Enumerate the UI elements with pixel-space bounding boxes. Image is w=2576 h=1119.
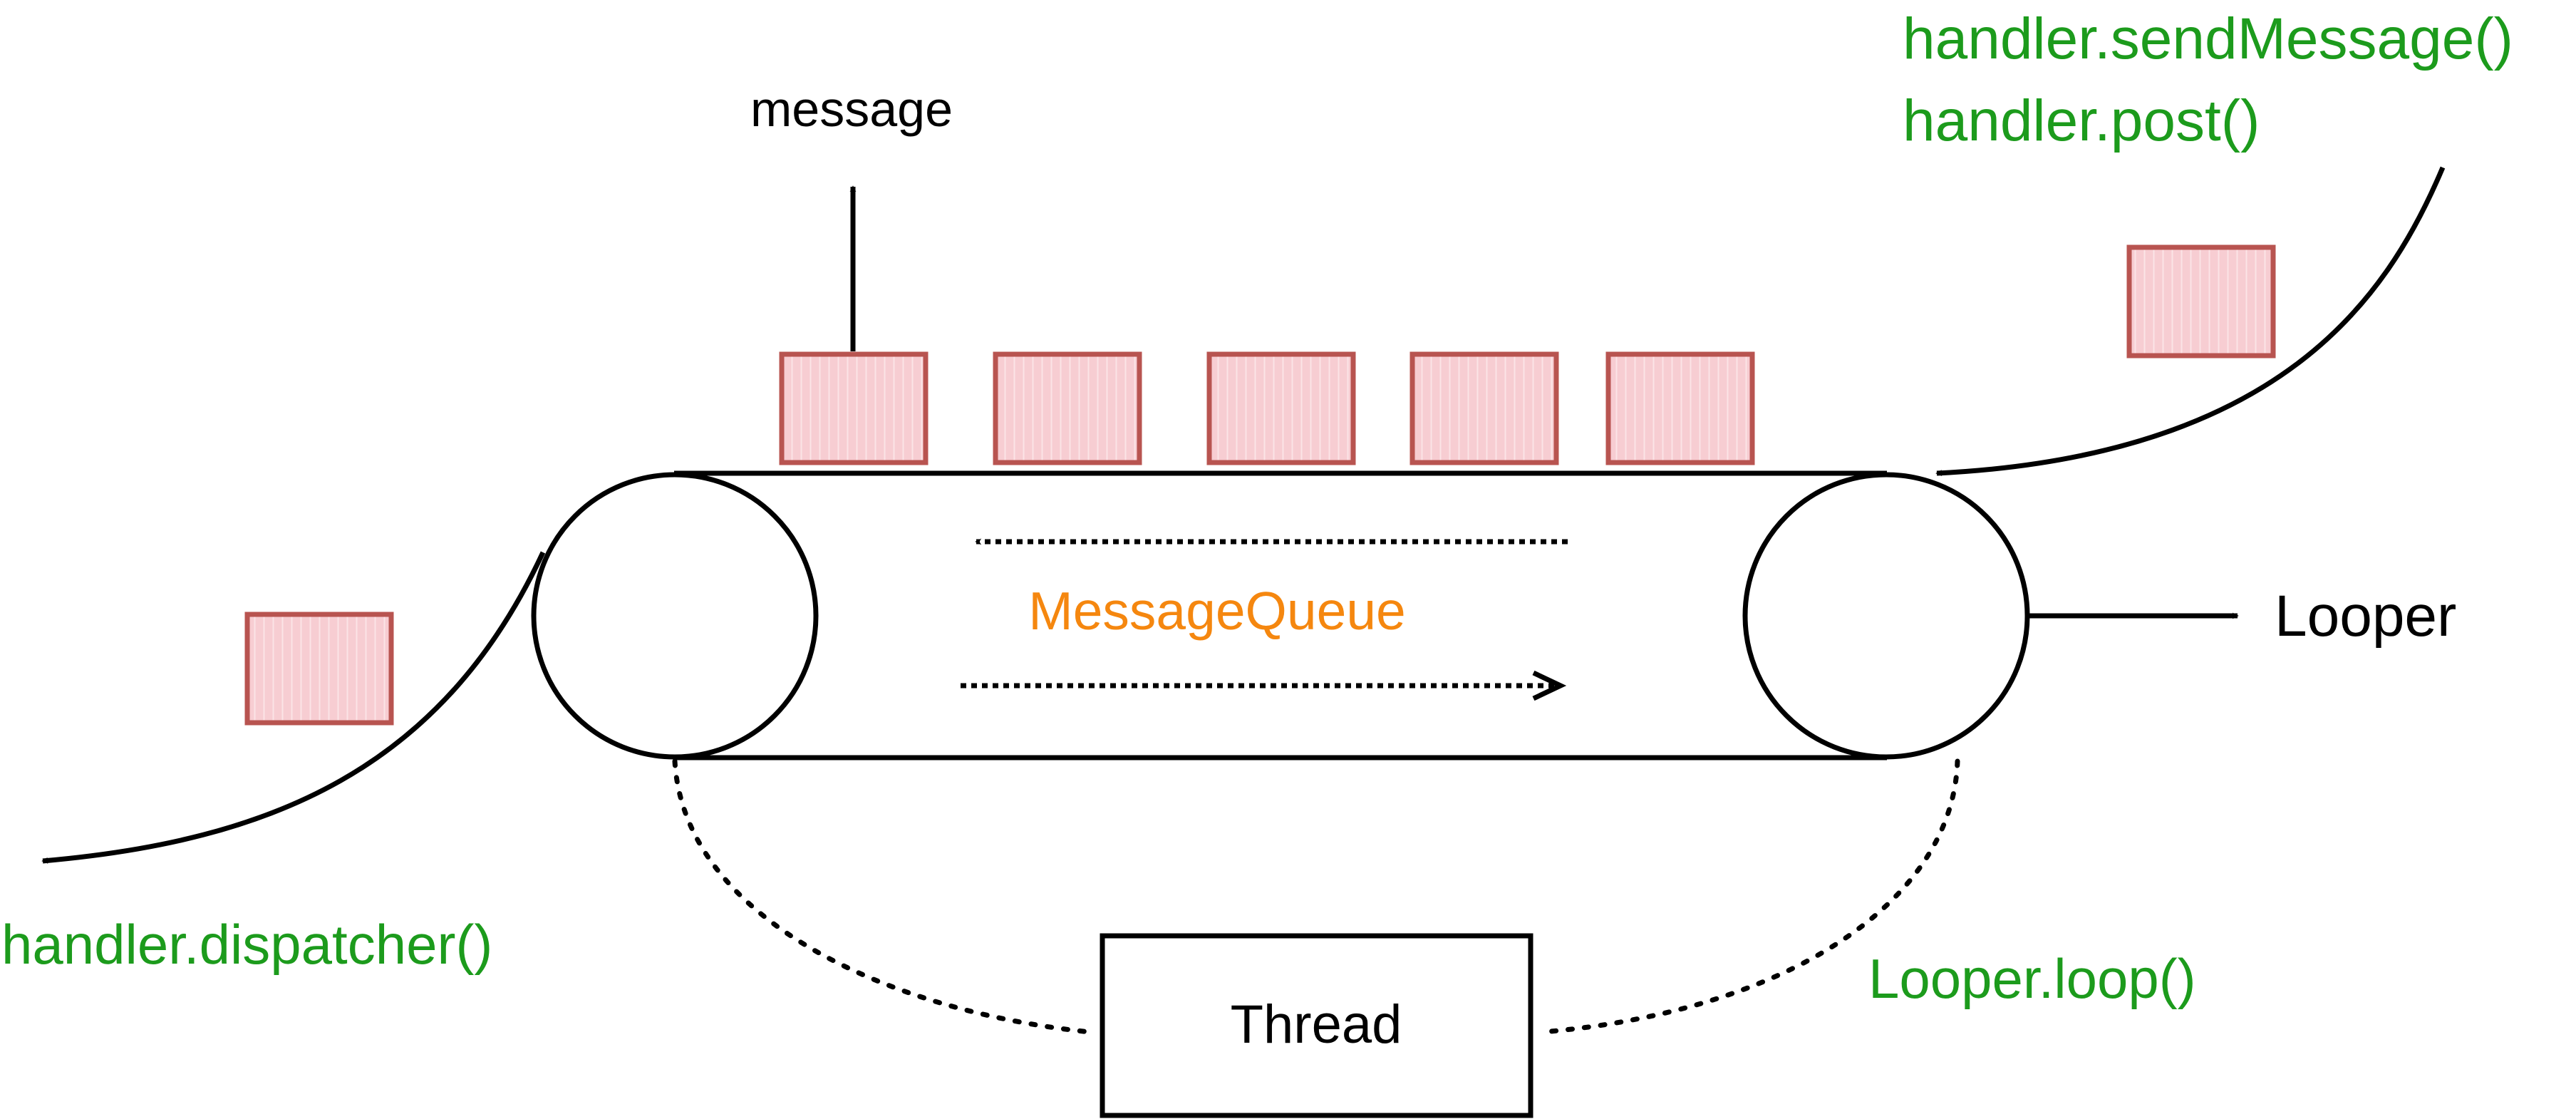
thread-loop-left (672, 758, 1093, 1035)
message-queue-label: MessageQueue (1028, 581, 1406, 641)
message-label: message (750, 81, 953, 137)
outgoing-curve-arrow (41, 551, 546, 864)
conveyor-belt (531, 470, 2030, 760)
queued-messages (244, 244, 2276, 726)
dispatcher-label: handler.dispatcher() (1, 913, 492, 976)
belt-right-roller (1742, 472, 2030, 760)
message-box (779, 351, 929, 465)
thread-label: Thread (1231, 994, 1402, 1055)
looper-label: Looper (2275, 584, 2456, 649)
message-box (1409, 351, 1559, 465)
outgoing-message-box (244, 612, 394, 726)
thread-box (1100, 933, 1533, 1118)
post-label: handler.post() (1903, 88, 2260, 153)
incoming-message-box (2126, 244, 2276, 359)
looper-loop-label: Looper.loop() (1868, 947, 2196, 1010)
queue-right-arrow-head (1532, 670, 1567, 701)
belt-left-roller (531, 472, 819, 760)
message-box (1206, 351, 1356, 465)
message-box (1605, 351, 1755, 465)
incoming-curve-arrow (1935, 166, 2446, 477)
message-box (993, 351, 1142, 465)
send-message-label: handler.sendMessage() (1903, 6, 2513, 71)
